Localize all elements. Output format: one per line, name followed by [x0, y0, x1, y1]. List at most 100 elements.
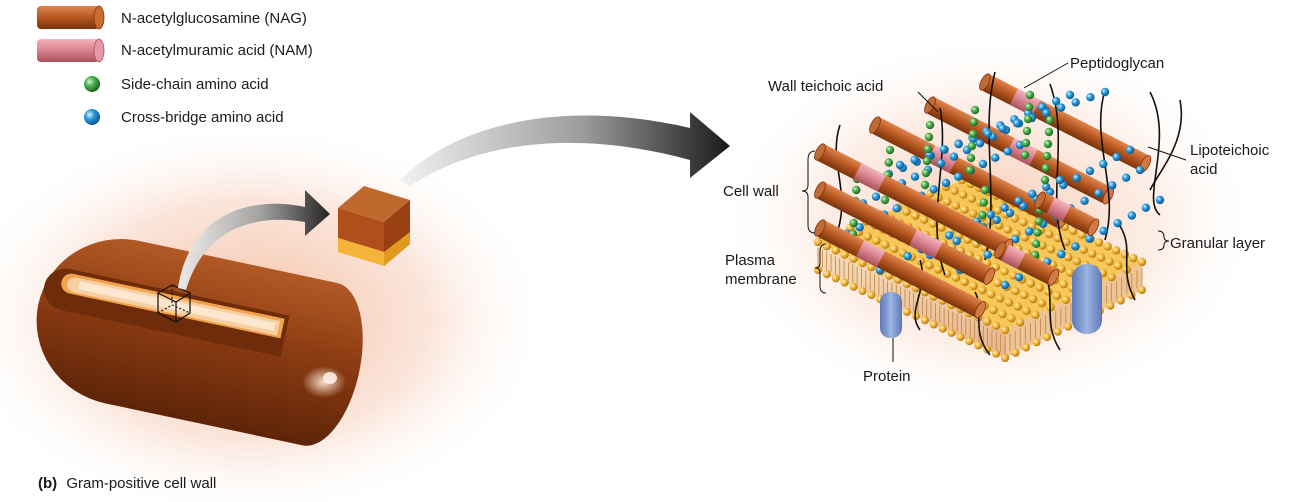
- lipid-head: [1003, 225, 1012, 234]
- lipid-head: [951, 273, 961, 282]
- teichoic-acid-strand: [1119, 225, 1136, 301]
- cross-bridge-amino-acid: [892, 204, 901, 213]
- glycan-strand: [994, 241, 1060, 286]
- lipid-head: [1022, 343, 1031, 352]
- teichoic-acid-strand: [1149, 91, 1161, 216]
- cross-bridge-amino-acid: [1141, 203, 1151, 212]
- lipid-head: [951, 201, 961, 210]
- cross-bridge-amino-acid: [1122, 173, 1131, 182]
- lipid-head: [1011, 286, 1020, 296]
- cross-bridge-amino-acid: [978, 159, 988, 169]
- cross-bridge-amino-acid: [936, 159, 946, 168]
- lipid-head: [1129, 253, 1138, 263]
- side-chain-amino-acid: [1032, 239, 1041, 248]
- lipid-head: [911, 211, 920, 220]
- cross-bridge-amino-acid: [1055, 175, 1065, 185]
- strand-start: [814, 143, 826, 161]
- cross-bridge-amino-acid: [1071, 242, 1080, 251]
- nam-segment: [853, 163, 886, 192]
- cross-bridge-amino-acid: [1012, 119, 1022, 128]
- lipid-head: [872, 236, 881, 245]
- lipid-head: [974, 341, 983, 350]
- side-chain-amino-acid: [968, 129, 978, 139]
- cross-bridge-amino-acid: [1005, 208, 1015, 218]
- nag-rod-icon: [37, 5, 105, 30]
- cross-bridge-amino-acid: [998, 124, 1007, 133]
- side-chain-amino-acid: [979, 198, 988, 207]
- glycan-strand: [814, 181, 996, 285]
- lipid-head: [1013, 302, 1022, 311]
- lipid-head: [983, 317, 992, 326]
- lipid-head: [920, 316, 929, 325]
- cross-bridge-amino-acid: [1113, 219, 1122, 228]
- lipid-head: [1044, 287, 1053, 296]
- lipid-head: [849, 282, 858, 291]
- legend-label-nam: N-acetylmuramic acid (NAM): [121, 42, 313, 59]
- lipid-head: [813, 237, 823, 247]
- lipid-head: [1096, 253, 1106, 262]
- cross-bridge-amino-acid: [1057, 249, 1066, 259]
- lipid-head: [912, 312, 920, 321]
- side-chain-amino-acid: [925, 120, 935, 130]
- lipid-head: [1062, 237, 1071, 247]
- lipid-head: [960, 205, 969, 214]
- lipid-head: [1053, 327, 1062, 336]
- side-chain-amino-acid: [978, 210, 987, 220]
- cross-bridge-amino-acid: [1014, 196, 1023, 205]
- lipid-head: [1103, 242, 1112, 251]
- side-chain-amino-acid: [923, 144, 933, 154]
- cross-bridge-amino-acid: [1086, 93, 1095, 102]
- lipid-head: [1112, 246, 1121, 255]
- lipid-head: [1072, 257, 1082, 266]
- cross-bridge-amino-acid: [991, 153, 1000, 162]
- cross-bridge-amino-acid: [1037, 102, 1047, 112]
- lipid-head: [1064, 322, 1073, 331]
- cross-bridge-amino-acid: [1042, 108, 1051, 118]
- strand-start: [814, 181, 826, 199]
- lipid-head: [1007, 314, 1016, 323]
- lipid-head: [1094, 238, 1104, 247]
- cross-bridge-amino-acid: [910, 155, 919, 164]
- side-chain-amino-acid: [920, 180, 930, 190]
- lipid-head: [1069, 226, 1078, 235]
- lipid-head: [991, 321, 1001, 330]
- nam-segment: [909, 229, 943, 259]
- lipid-head: [902, 207, 911, 216]
- strand-end: [1047, 268, 1060, 286]
- cross-bridge-amino-acid: [1094, 188, 1103, 198]
- cross-bridge-amino-acid: [1025, 227, 1034, 236]
- nam-rod-icon: [37, 38, 105, 63]
- side-chain-amino-acid: [1023, 114, 1033, 124]
- side-chain-amino-acid: [1024, 102, 1034, 112]
- side-chain-amino-acid: [1044, 127, 1054, 137]
- nag-segment: [816, 221, 984, 317]
- cross-bridge-amino-acid: [903, 252, 912, 261]
- lipid-head: [1028, 294, 1038, 304]
- side-chain-amino-acid: [922, 156, 932, 166]
- cross-bridge-amino-acid: [1127, 211, 1137, 220]
- lipid-head: [1105, 257, 1114, 266]
- side-chain-amino-acid: [980, 185, 990, 195]
- lipid-head: [967, 194, 976, 203]
- lipid-head: [1031, 310, 1040, 320]
- lipid-head: [1064, 253, 1073, 262]
- lipid-head: [937, 223, 946, 232]
- lipid-head: [1061, 295, 1071, 304]
- lipid-head: [969, 209, 978, 218]
- nam-segment: [856, 240, 886, 268]
- lipid-head: [822, 242, 832, 251]
- glycan-strand: [979, 73, 1152, 173]
- side-chain-amino-acid: [969, 117, 979, 127]
- cross-bridge-amino-acid: [1028, 189, 1037, 198]
- teichoic-acid-strand: [1149, 99, 1183, 191]
- cross-bridge-amino-acid: [1056, 103, 1066, 112]
- teichoic-acid-strand: [974, 291, 991, 356]
- strand-start: [994, 241, 1006, 259]
- cell-wall-cube: [338, 186, 410, 266]
- zoom-arrow-large: [400, 112, 730, 186]
- cross-bridge-amino-acid: [939, 145, 949, 154]
- lipid-head: [960, 277, 969, 287]
- side-chain-amino-acid: [1021, 138, 1031, 148]
- glycan-strand: [814, 219, 987, 319]
- nam-segment: [1001, 244, 1026, 269]
